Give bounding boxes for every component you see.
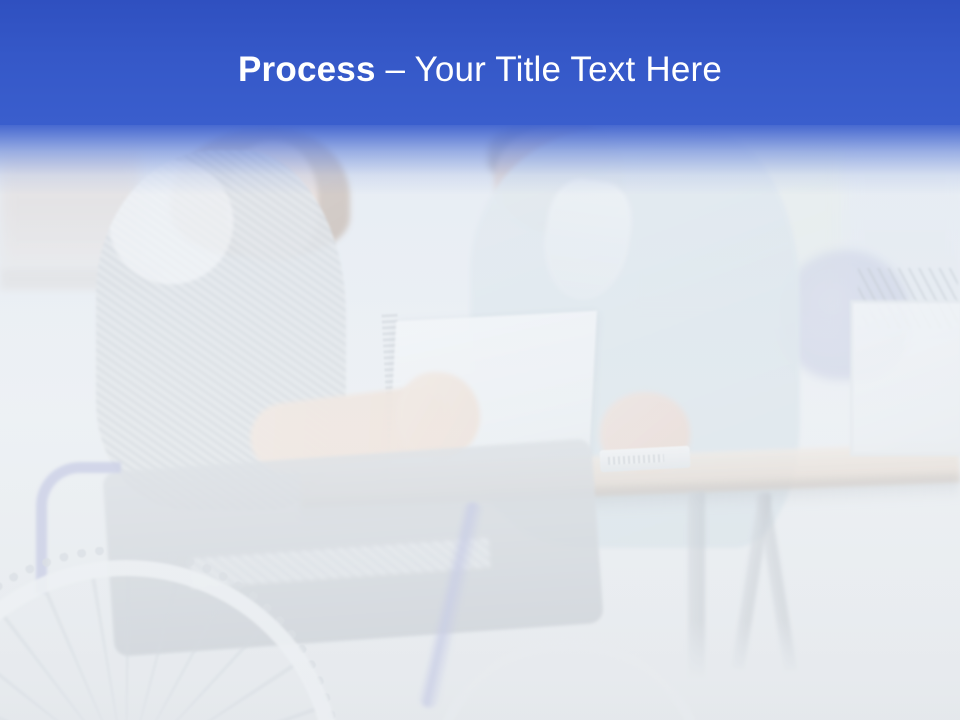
background-woman-hand bbox=[398, 372, 480, 458]
background-monitor bbox=[850, 300, 960, 456]
page-title: Process – Your Title Text Here bbox=[0, 48, 960, 92]
page-title-rest: Your Title Text Here bbox=[414, 50, 722, 89]
page-title-bold: Process bbox=[238, 50, 376, 89]
page-title-separator: – bbox=[375, 50, 415, 89]
background-keyboard bbox=[599, 445, 691, 473]
